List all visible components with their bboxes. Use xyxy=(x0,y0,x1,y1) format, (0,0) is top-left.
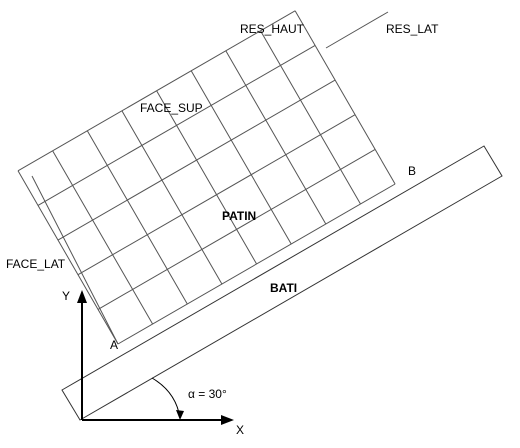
mesh-column-line xyxy=(156,90,258,265)
mesh-column-line xyxy=(225,50,327,225)
mesh-column-line xyxy=(294,10,396,185)
angle-label: α = 30° xyxy=(188,387,227,401)
mesh-row-line xyxy=(17,10,296,172)
mesh-column-line xyxy=(121,110,223,285)
bati-body xyxy=(61,145,503,421)
angle-arc xyxy=(151,377,181,419)
y-axis-arrowhead xyxy=(77,290,87,303)
face-sup-label: FACE_SUP xyxy=(140,101,203,115)
x-axis-arrowhead xyxy=(221,415,234,425)
mesh-column-line xyxy=(260,30,361,205)
bati-label: BATI xyxy=(270,281,297,295)
patin-mesh xyxy=(17,10,396,345)
y-axis-label: Y xyxy=(62,289,70,303)
mesh-column-line xyxy=(86,130,188,305)
mesh-column-line xyxy=(190,70,292,245)
res-lat-label: RES_LAT xyxy=(386,22,439,36)
patin-label: PATIN xyxy=(222,209,256,223)
face-lat-boundary-line xyxy=(31,175,119,345)
point-a-label: A xyxy=(110,338,118,352)
x-axis-label: X xyxy=(236,423,244,437)
mesh-column-line xyxy=(17,170,119,345)
mesh-column-line xyxy=(52,150,154,325)
res-lat-boundary-line xyxy=(325,11,389,49)
point-b-label: B xyxy=(408,164,416,178)
res-haut-label: RES_HAUT xyxy=(240,22,305,36)
angle-arc-arrowhead xyxy=(176,410,184,420)
face-lat-label: FACE_LAT xyxy=(6,257,66,271)
